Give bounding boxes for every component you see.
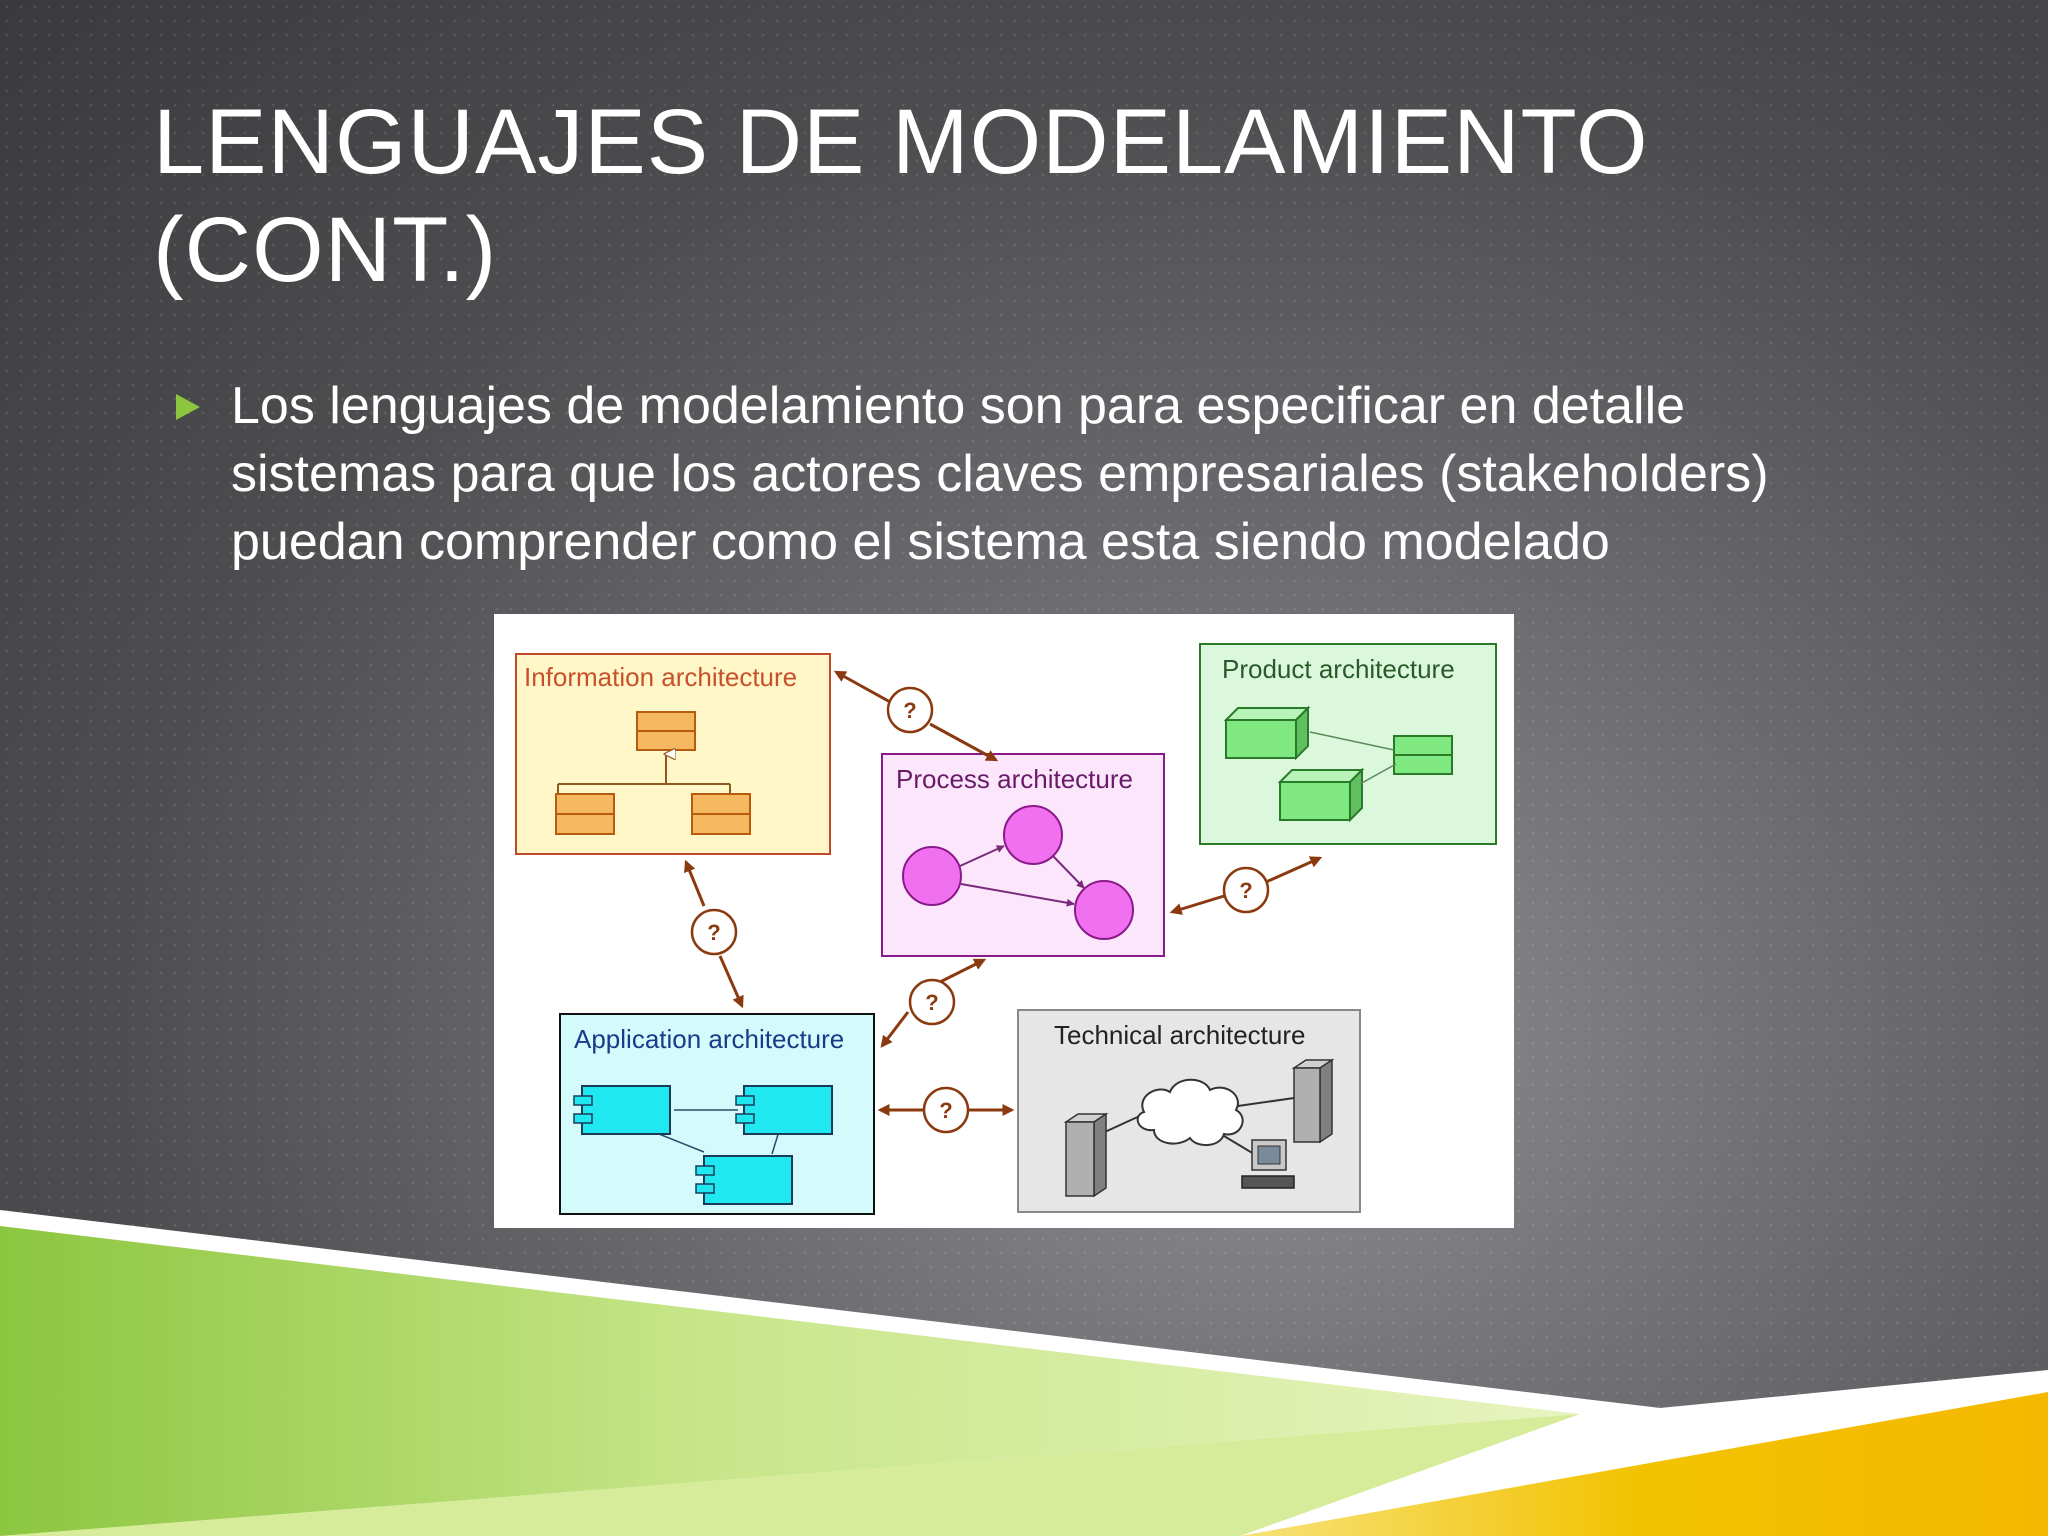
class-hierarchy-icon	[555, 711, 751, 835]
architecture-diagram: Information architecture Process archite…	[494, 614, 1514, 1228]
component-icon	[573, 1085, 833, 1205]
information-architecture-box: Information architecture	[515, 653, 831, 855]
yellow-wedge	[1240, 1392, 2048, 1536]
application-architecture-box: Application architecture	[559, 1013, 875, 1215]
unknown-mapping-label: ?	[925, 990, 938, 1015]
bullet-text: Los lenguajes de modelamiento son para e…	[231, 377, 1769, 571]
connector-process-application: ?	[880, 958, 987, 1048]
light-green-band	[0, 1414, 1580, 1536]
unknown-mapping-label: ?	[1239, 878, 1252, 903]
connector-application-technical: ?	[877, 1086, 1015, 1134]
process-flow-icon	[902, 805, 1134, 940]
application-architecture-label: Application architecture	[574, 1024, 844, 1054]
network-infrastructure-icon	[1063, 1058, 1335, 1198]
process-architecture-box: Process architecture	[881, 753, 1165, 957]
green-wedge	[0, 1226, 1580, 1536]
unknown-mapping-label: ?	[707, 920, 720, 945]
product-architecture-label: Product architecture	[1222, 654, 1455, 684]
technical-architecture-box: Technical architecture	[1017, 1009, 1361, 1213]
title-line-2: (CONT.)	[153, 199, 498, 301]
process-architecture-label: Process architecture	[896, 764, 1133, 794]
connector-info-process: ?	[833, 670, 999, 762]
triangle-bullet-icon	[176, 394, 200, 420]
slide-title: LENGUAJES DE MODELAMIENTO (CONT.)	[153, 88, 1953, 304]
title-line-1: LENGUAJES DE MODELAMIENTO	[153, 91, 1649, 193]
technical-architecture-label: Technical architecture	[1054, 1020, 1305, 1050]
information-architecture-label: Information architecture	[524, 662, 797, 692]
connector-process-product: ?	[1169, 856, 1323, 915]
connector-info-application: ?	[684, 859, 744, 1009]
unknown-mapping-label: ?	[939, 1098, 952, 1123]
unknown-mapping-label: ?	[903, 698, 916, 723]
product-architecture-box: Product architecture	[1199, 643, 1497, 845]
product-nodes-icon	[1223, 705, 1453, 823]
